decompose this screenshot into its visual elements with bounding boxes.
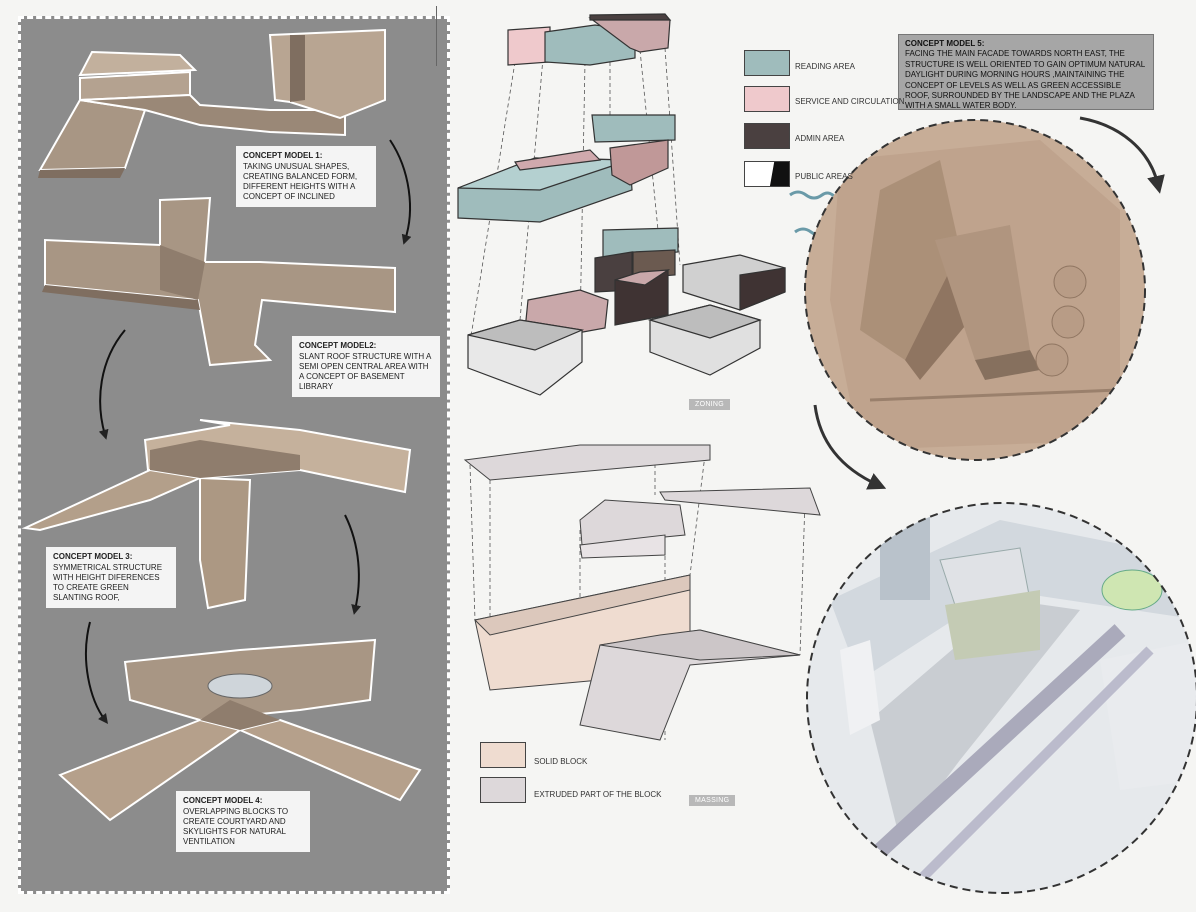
- concept-4-title: CONCEPT MODEL 4:: [183, 796, 263, 805]
- flow-arrow: [344, 514, 362, 615]
- legend-label-admin: ADMIN AREA: [795, 134, 845, 143]
- legend-label-reading: READING AREA: [795, 62, 856, 71]
- wind-arrow: [789, 190, 855, 210]
- concept-model-4-photo: [58, 638, 422, 822]
- zoning-tag: ZONING: [689, 399, 731, 410]
- concept-2-text: SLANT ROOF STRUCTURE WITH A SEMI OPEN CE…: [299, 352, 431, 391]
- concept-3-text: SYMMETRICAL STRUCTURE WITH HEIGHT DIFERE…: [53, 563, 163, 602]
- concept-5-title: CONCEPT MODEL 5:: [905, 39, 985, 48]
- flow-arrow: [1079, 116, 1165, 194]
- concept-model-2-photo: [42, 196, 396, 367]
- legend-swatch-extruded: [480, 777, 526, 803]
- concept-model-1-photo: [38, 28, 386, 178]
- concept-3-title: CONCEPT MODEL 3:: [53, 552, 133, 561]
- legend-label-extruded: EXTRUDED PART OF THE BLOCK: [534, 790, 662, 799]
- concept-5-caption: CONCEPT MODEL 5: FACING THE MAIN FACADE …: [898, 34, 1154, 110]
- concept-model-3-photo: [21, 419, 412, 610]
- flow-arrow: [98, 329, 126, 440]
- concept-5-text: FACING THE MAIN FACADE TOWARDS NORTH EAS…: [905, 49, 1145, 111]
- concept-model-5-photo: [805, 120, 1145, 460]
- concept-2-title: CONCEPT MODEL2:: [299, 341, 377, 350]
- legend-swatch-solid: [480, 742, 526, 768]
- legend-label-solid: SOLID BLOCK: [534, 757, 588, 766]
- zoning-diagram: [457, 13, 786, 396]
- legend-swatch-reading: [744, 50, 790, 76]
- concept-4-caption: CONCEPT MODEL 4: OVERLAPPING BLOCKS TO C…: [176, 791, 310, 852]
- legend-swatch-service: [744, 86, 790, 112]
- massing-diagram: [463, 444, 821, 741]
- site-render: [807, 503, 1196, 893]
- divider-line: [436, 6, 437, 66]
- concept-4-text: OVERLAPPING BLOCKS TO CREATE COURTYARD A…: [183, 807, 289, 846]
- concept-3-caption: CONCEPT MODEL 3: SYMMETRICAL STRUCTURE W…: [46, 547, 176, 608]
- legend-swatch-admin: [744, 123, 790, 149]
- massing-tag: MASSING: [689, 795, 736, 806]
- concept-1-text: TAKING UNUSUAL SHAPES, CREATING BALANCED…: [243, 162, 358, 201]
- concept-1-caption: CONCEPT MODEL 1: TAKING UNUSUAL SHAPES, …: [236, 146, 376, 207]
- concept-1-title: CONCEPT MODEL 1:: [243, 151, 323, 160]
- legend-swatch-public: [744, 161, 790, 187]
- legend-label-public: PUBLIC AREAS: [795, 172, 853, 181]
- site-render-frame: [806, 502, 1196, 894]
- flow-arrow: [813, 404, 887, 490]
- concept-5-frame: [804, 119, 1146, 461]
- legend-label-service: SERVICE AND CIRCULATION: [795, 97, 905, 106]
- flow-arrow: [389, 139, 412, 245]
- concept-2-caption: CONCEPT MODEL2: SLANT ROOF STRUCTURE WIT…: [292, 336, 440, 397]
- flow-arrow: [84, 621, 108, 725]
